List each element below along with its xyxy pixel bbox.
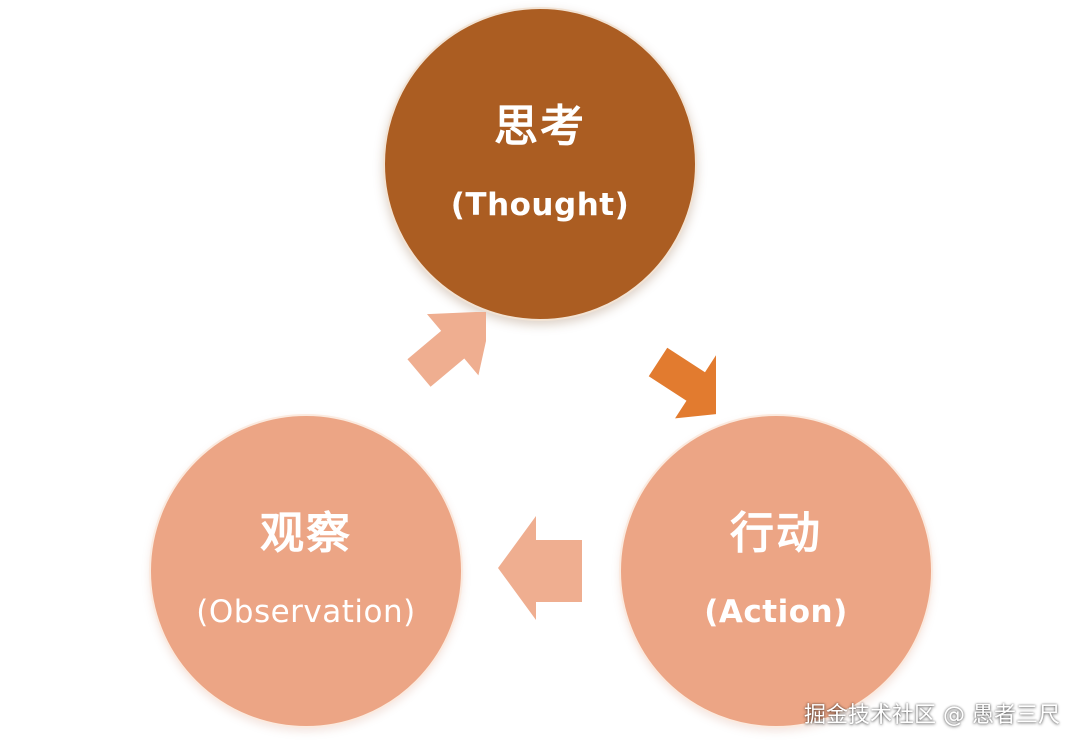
action-subtitle: (Action) bbox=[704, 594, 848, 630]
action-title: 行动 bbox=[730, 508, 822, 559]
observation-title: 观察 bbox=[260, 508, 352, 559]
thought-title: 思考 bbox=[494, 101, 586, 152]
arrow-down-right-icon bbox=[648, 347, 716, 419]
thought-subtitle: (Thought) bbox=[450, 187, 630, 223]
arrow-observation-to-thought bbox=[407, 312, 486, 387]
action-node: 行动 (Action) bbox=[619, 414, 933, 728]
thought-node: 思考 (Thought) bbox=[383, 7, 697, 321]
arrow-up-right-icon bbox=[407, 312, 486, 387]
observation-subtitle: (Observation) bbox=[196, 594, 416, 630]
watermark: 掘金技术社区 @ 愚者三尺 bbox=[804, 703, 1060, 728]
arrow-action-to-observation bbox=[498, 516, 582, 620]
arrow-thought-to-action bbox=[648, 347, 716, 419]
observation-node: 观察 (Observation) bbox=[149, 414, 463, 728]
arrow-left-icon bbox=[498, 516, 582, 620]
